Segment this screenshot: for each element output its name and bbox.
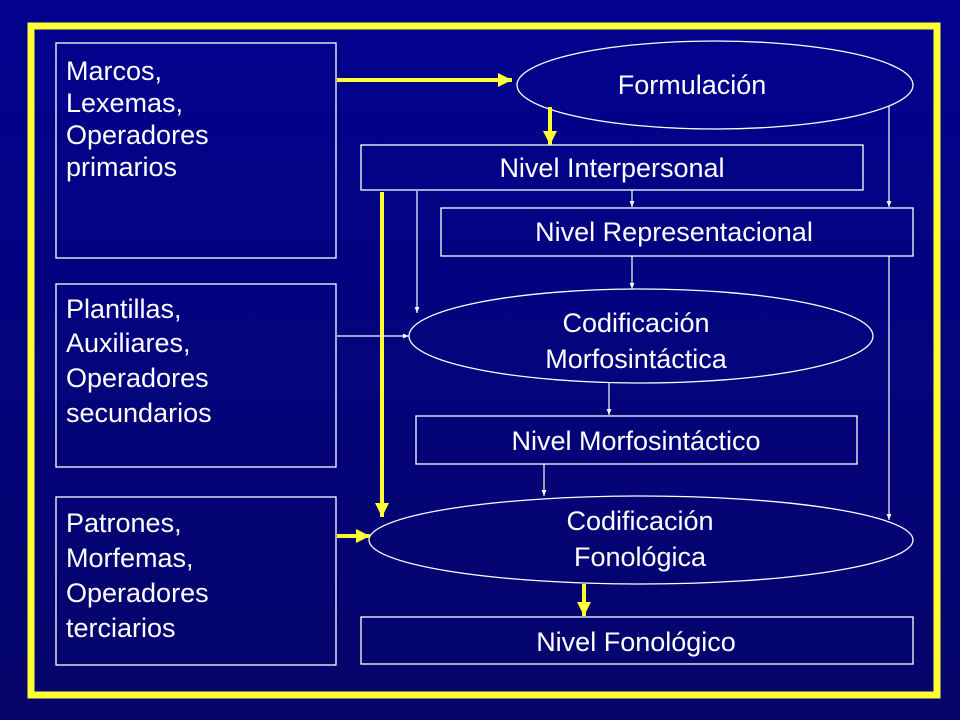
node-codificacion-morfosintactica: Codificación Morfosintáctica (408, 288, 874, 384)
input-tertiary-line-2: Morfemas, (66, 543, 194, 573)
input-secondary-line-4: secundarios (66, 398, 212, 428)
input-primary-line-2: Lexemas, (66, 88, 183, 118)
node-codificacion-fonologica: Codificación Fonológica (368, 495, 914, 585)
node-codificacion-fonologica-line-1: Codificación (566, 506, 713, 536)
input-tertiary-line-4: terciarios (66, 613, 176, 643)
node-nivel-representacional: Nivel Representacional (440, 207, 914, 257)
input-secondary-line-3: Operadores (66, 363, 209, 393)
node-nivel-morfosintactico-label: Nivel Morfosintáctico (511, 426, 760, 456)
node-nivel-fonologico: Nivel Fonológico (360, 616, 914, 665)
outer-frame (27, 22, 941, 699)
input-box-tertiary: Patrones, Morfemas, Operadores terciario… (55, 496, 337, 666)
input-primary-line-1: Marcos, (66, 56, 162, 86)
node-nivel-representacional-label: Nivel Representacional (535, 217, 813, 247)
input-primary-line-3: Operadores (66, 120, 209, 150)
node-nivel-fonologico-label: Nivel Fonológico (536, 627, 736, 657)
input-box-primary: Marcos, Lexemas, Operadores primarios (55, 42, 337, 259)
node-codificacion-fonologica-line-2: Fonológica (574, 542, 707, 572)
input-box-secondary: Plantillas, Auxiliares, Operadores secun… (55, 283, 337, 468)
input-secondary-line-2: Auxiliares, (66, 328, 191, 358)
input-tertiary-line-1: Patrones, (66, 508, 182, 538)
node-codificacion-morfosintactica-line-1: Codificación (562, 308, 709, 338)
node-nivel-interpersonal-label: Nivel Interpersonal (499, 153, 724, 183)
node-formulacion-label: Formulación (618, 70, 767, 100)
input-secondary-line-1: Plantillas, (66, 294, 182, 324)
input-primary-line-4: primarios (66, 152, 177, 182)
node-nivel-morfosintactico: Nivel Morfosintáctico (415, 415, 858, 465)
input-tertiary-line-3: Operadores (66, 578, 209, 608)
node-formulacion: Formulación (516, 40, 914, 130)
node-nivel-interpersonal: Nivel Interpersonal (360, 144, 864, 191)
node-codificacion-morfosintactica-line-2: Morfosintáctica (545, 344, 728, 374)
